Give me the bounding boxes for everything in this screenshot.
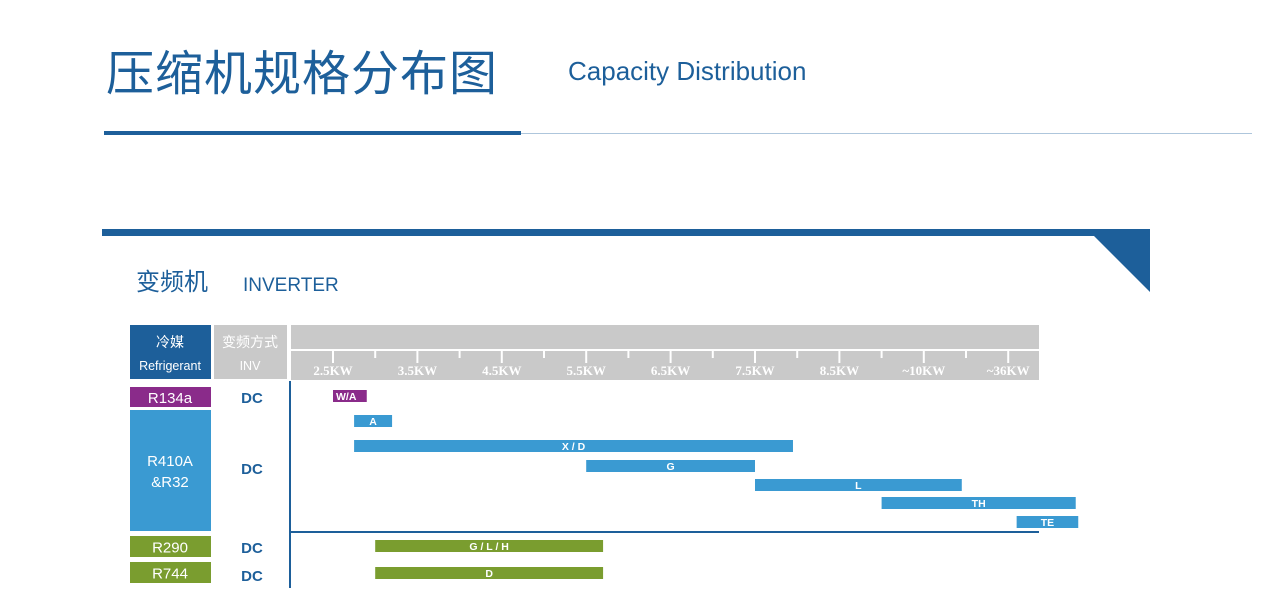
capacity-bar: [1016, 516, 1079, 528]
bar-label: D: [485, 568, 493, 580]
drive-label: DC: [241, 540, 263, 557]
capacity-bar: [354, 440, 793, 452]
inv-header-cn: 变频方式: [222, 334, 278, 350]
bar-label: TH: [972, 498, 986, 510]
section-corner: [1094, 236, 1150, 292]
x-tick-label: 4.5KW: [482, 363, 521, 378]
refrigerant-label: &R32: [151, 474, 189, 491]
refrigerant-cell: [130, 410, 211, 531]
refrigerant-cell: [130, 562, 211, 583]
x-tick-label: 3.5KW: [398, 363, 437, 378]
drive-label: DC: [241, 568, 263, 585]
refrigerant-label: R134a: [148, 390, 193, 407]
x-tick-label: 2.5KW: [313, 363, 352, 378]
bar-label: W/A: [336, 391, 357, 403]
inv-header-en: INV: [240, 359, 262, 373]
bar-label: A: [369, 416, 377, 428]
capacity-bar: [375, 567, 604, 579]
axis-header-top: [291, 325, 1039, 349]
refrigerant-header-cn: 冷媒: [156, 334, 184, 350]
x-tick-label: ~36KW: [987, 363, 1030, 378]
title-underline-dark: [104, 131, 521, 135]
x-tick-label: 6.5KW: [651, 363, 690, 378]
capacity-bar: [375, 540, 604, 552]
refrigerant-label: R290: [152, 540, 188, 557]
x-tick-label: 7.5KW: [735, 363, 774, 378]
page-title: 压缩机规格分布图: [106, 46, 499, 102]
capacity-bar: [354, 415, 393, 427]
refrigerant-cell: [130, 536, 211, 557]
refrigerant-cell: [130, 387, 211, 407]
refrigerant-label: R410A: [147, 453, 193, 470]
refrigerant-header-en: Refrigerant: [139, 359, 201, 373]
section-title-cn: 变频机: [136, 269, 208, 296]
section-title-en: INVERTER: [243, 275, 339, 296]
bar-label: G / L / H: [469, 541, 508, 553]
capacity-bar: [881, 497, 1076, 509]
bar-label: G: [667, 461, 675, 473]
title-underline-light: [521, 133, 1252, 134]
page-subtitle: Capacity Distribution: [568, 56, 807, 86]
drive-label: DC: [241, 390, 263, 407]
axis-header-bottom: [291, 351, 1039, 380]
bar-label: TE: [1041, 517, 1054, 529]
section-rule: [102, 229, 1150, 236]
x-tick-label: ~10KW: [902, 363, 945, 378]
refrigerant-header-box: [130, 325, 211, 379]
x-tick-label: 5.5KW: [567, 363, 606, 378]
x-tick-label: 8.5KW: [820, 363, 859, 378]
drive-label: DC: [241, 461, 263, 478]
bar-label: L: [855, 480, 862, 492]
capacity-bar: [586, 460, 755, 472]
capacity-bar: [333, 390, 367, 402]
bar-label: X / D: [562, 441, 586, 453]
refrigerant-label: R744: [152, 566, 188, 583]
inv-header-box: [214, 325, 287, 379]
capacity-bar: [755, 479, 962, 491]
